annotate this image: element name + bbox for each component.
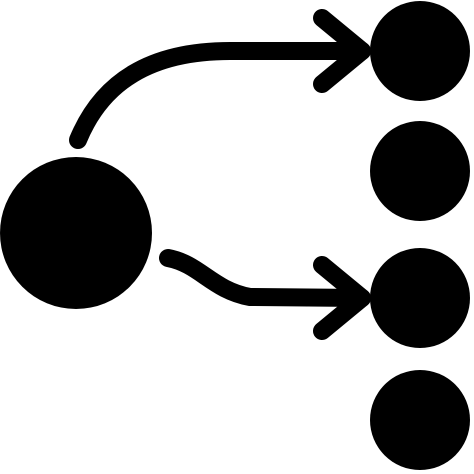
source-node (0, 157, 152, 309)
arrow-to-target-1 (69, 9, 371, 149)
arrow-to-target-3 (159, 249, 371, 340)
arrow-head-1 (313, 9, 371, 93)
arrow-shaft-3 (159, 249, 371, 307)
target-node-2 (370, 121, 470, 221)
arrow-shaft-1 (69, 42, 371, 149)
target-node-4 (370, 370, 470, 470)
target-node-3 (370, 248, 470, 348)
target-node-1 (370, 1, 470, 101)
arrow-head-3 (313, 256, 371, 340)
